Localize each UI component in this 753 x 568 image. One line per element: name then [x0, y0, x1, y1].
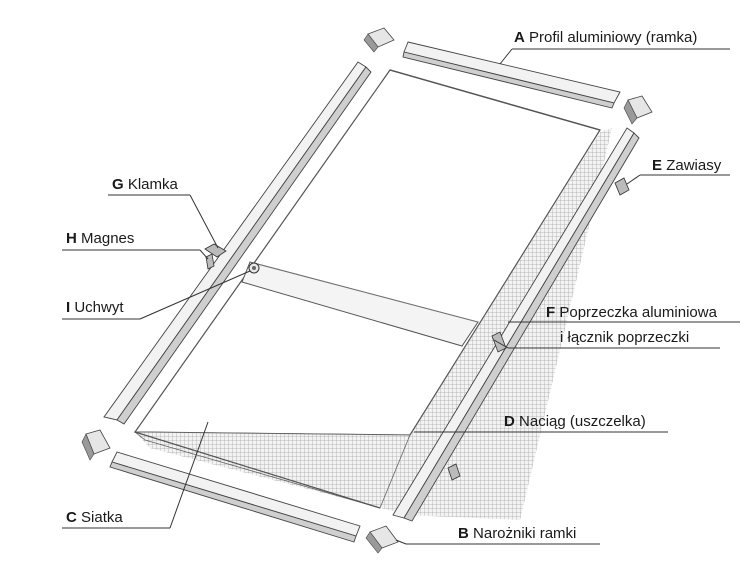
- svg-text:E Zawiasy: E Zawiasy: [652, 157, 722, 174]
- callout-letter: B: [458, 525, 469, 542]
- svg-text:D Naciąg (uszczelka): D Naciąg (uszczelka): [504, 413, 646, 430]
- handle-part: [204, 243, 227, 258]
- callout-label-G: G Klamka: [112, 176, 179, 193]
- svg-text:G Klamka: G Klamka: [112, 176, 179, 193]
- bottom-hinge-part: [447, 463, 461, 481]
- bottom-profile: [109, 451, 361, 543]
- callout-text-line2: i łącznik poprzeczki: [560, 329, 689, 346]
- callout-letter: C: [66, 509, 77, 526]
- callout-letter: F: [546, 304, 555, 321]
- callout-text: Narożniki ramki: [473, 525, 576, 542]
- callout-letter: H: [66, 230, 77, 247]
- mesh-sheet: [133, 69, 601, 509]
- hinge-part: [614, 177, 630, 196]
- callout-text: Zawiasy: [666, 157, 722, 174]
- callout-text: Naciąg (uszczelka): [519, 413, 646, 430]
- magnet-part: [205, 253, 215, 270]
- svg-text:I Uchwyt: I Uchwyt: [66, 299, 124, 316]
- top-profile: [402, 41, 621, 109]
- corner-bottom-left: [81, 429, 111, 461]
- callout-label-D: D Naciąg (uszczelka): [504, 413, 646, 430]
- svg-text:F Poprzeczka aluminiowa: F Poprzeczka aluminiowa: [546, 304, 718, 321]
- callout-text: Klamka: [128, 176, 179, 193]
- left-profile: [103, 61, 372, 425]
- callout-lines: [62, 48, 740, 545]
- grip-part: [248, 262, 260, 274]
- corner-top-left: [363, 27, 395, 53]
- callout-label-I: I Uchwyt: [66, 299, 124, 316]
- cross-bar: [241, 261, 479, 347]
- callout-label-B: B Narożniki ramki: [458, 525, 576, 542]
- callout-text: Siatka: [81, 509, 123, 526]
- callout-label-H: H Magnes: [66, 230, 134, 247]
- callout-letter: A: [514, 29, 525, 46]
- right-profile: [392, 127, 640, 522]
- crossbar-connector: [491, 331, 507, 353]
- callout-letter: E: [652, 157, 662, 174]
- svg-text:H Magnes: H Magnes: [66, 230, 134, 247]
- callout-label-A: A Profil aluminiowy (ramka): [514, 29, 697, 46]
- svg-text:A Profil aluminiowy (ramka): A Profil aluminiowy (ramka): [514, 29, 697, 46]
- callout-text: Poprzeczka aluminiowa: [559, 304, 717, 321]
- callout-label-E: E Zawiasy: [652, 157, 722, 174]
- callout-letter: I: [66, 299, 70, 316]
- mesh-spare-strip: [135, 128, 612, 520]
- callout-label-C: C Siatka: [66, 509, 123, 526]
- callout-letter: D: [504, 413, 515, 430]
- callout-text: Profil aluminiowy (ramka): [529, 29, 697, 46]
- callout-text: Uchwyt: [74, 299, 124, 316]
- callout-letter: G: [112, 176, 124, 193]
- svg-text:B Narożniki ramki: B Narożniki ramki: [458, 525, 576, 542]
- svg-text:C Siatka: C Siatka: [66, 509, 123, 526]
- corner-top-right: [623, 95, 653, 125]
- callout-label-F: F Poprzeczka aluminiowa i łącznik poprze…: [546, 304, 718, 346]
- corner-bottom-right: [365, 525, 399, 554]
- callout-text: Magnes: [81, 230, 134, 247]
